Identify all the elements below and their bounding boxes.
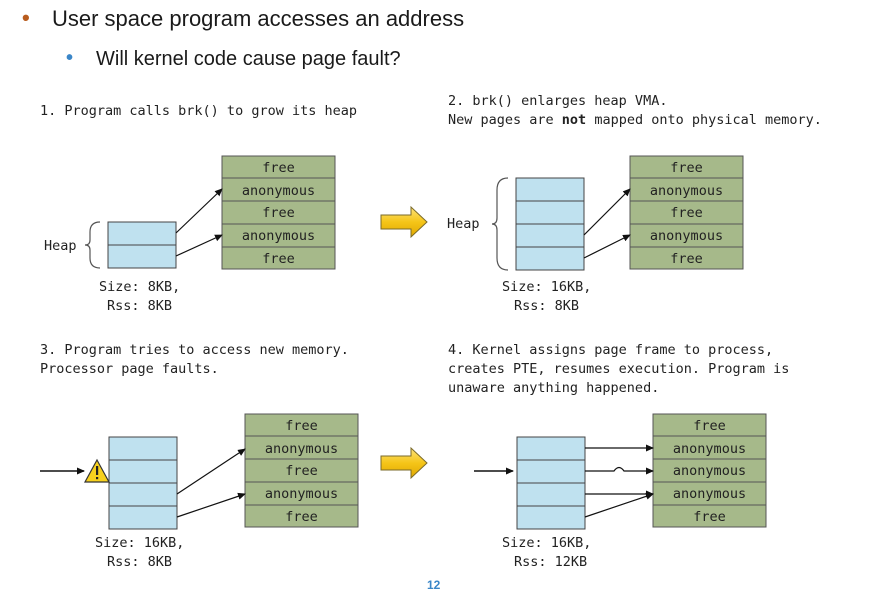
phys-cell-label: free [285, 463, 318, 479]
heap-vma-3 [108, 436, 178, 530]
bullet-text: User space program accesses an address [52, 6, 465, 31]
page-mapping-arrow [583, 188, 631, 236]
phys-cell-label: anonymous [673, 486, 746, 502]
size-text: Size: 16KB, [95, 535, 184, 551]
step-4-caption-line-2: creates PTE, resumes execution. Program … [448, 361, 789, 377]
rss-text: Rss: 8KB [107, 554, 172, 570]
phys-cell-label: anonymous [650, 228, 723, 244]
page-mapping-arrow [584, 492, 654, 518]
phys-cell-label: free [262, 205, 295, 221]
page-mapping-arrow [175, 234, 223, 257]
heap-vma-4 [516, 436, 586, 530]
phys-cell-label: anonymous [265, 441, 338, 457]
step-4-caption-line-3: unaware anything happened. [448, 380, 659, 396]
phys-cell-label: free [262, 251, 295, 267]
page-mapping-arrow [175, 188, 223, 234]
step-3-caption-line-1: 3. Program tries to access new memory. [40, 342, 349, 358]
phys-cell-label: free [693, 509, 726, 525]
step-3-caption-line-2: Processor page faults. [40, 361, 219, 377]
page-mapping-arrow [583, 234, 631, 259]
phys-cell-label: anonymous [242, 183, 315, 199]
step-4: 4. Kernel assigns page frame to process,… [448, 342, 789, 570]
page-mapping-arrow [176, 492, 246, 518]
phys-cell-label: anonymous [650, 183, 723, 199]
bullet-item-2: • Will kernel code cause page fault? [66, 47, 401, 71]
phys-cell-label: anonymous [242, 228, 315, 244]
heap-brace [84, 221, 101, 269]
heap-label: Heap [44, 238, 77, 254]
step-4-caption-line-1: 4. Kernel assigns page frame to process, [448, 342, 773, 358]
physical-memory-column-3: free anonymous free anonymous free [244, 413, 359, 528]
warning-icon [83, 458, 111, 483]
step-2-caption-line-1: 2. brk() enlarges heap VMA. [448, 93, 667, 109]
physical-memory-column-2: free anonymous free anonymous free [629, 155, 744, 270]
rss-text: Rss: 8KB [107, 298, 172, 314]
phys-cell-label: anonymous [673, 441, 746, 457]
page-number: 12 [427, 578, 441, 592]
rss-text: Rss: 8KB [514, 298, 579, 314]
page-mapping-arrow [585, 466, 654, 475]
bullet-item-1: • User space program accesses an address [22, 5, 465, 32]
phys-cell-label: anonymous [265, 486, 338, 502]
step-1: 1. Program calls brk() to grow its heap … [40, 103, 357, 314]
phys-cell-label: anonymous [673, 463, 746, 479]
phys-cell-label: free [670, 160, 703, 176]
bullet-marker: • [22, 5, 30, 30]
heap-vma-1 [107, 221, 177, 269]
next-step-arrow-icon [380, 205, 428, 239]
heap-vma-2 [515, 177, 585, 271]
rss-text: Rss: 12KB [514, 554, 587, 570]
size-text: Size: 8KB, [99, 279, 180, 295]
phys-cell-label: free [670, 251, 703, 267]
heap-brace [491, 177, 509, 271]
size-text: Size: 16KB, [502, 279, 591, 295]
size-text: Size: 16KB, [502, 535, 591, 551]
physical-memory-column-1: free anonymous free anonymous free [221, 155, 336, 270]
step-1-caption-line-1: 1. Program calls brk() to grow its heap [40, 103, 357, 119]
phys-cell-label: free [670, 205, 703, 221]
page-mapping-arrow [176, 448, 246, 495]
physical-memory-column-4: free anonymous anonymous anonymous free [652, 413, 767, 528]
step-2: 2. brk() enlarges heap VMA. New pages ar… [447, 93, 822, 314]
phys-cell-label: free [285, 509, 318, 525]
heap-label: Heap [447, 216, 480, 232]
phys-cell-label: free [693, 418, 726, 434]
next-step-arrow-icon [380, 446, 428, 480]
step-3: 3. Program tries to access new memory. P… [40, 342, 359, 570]
bullet-text: Will kernel code cause page fault? [96, 48, 401, 70]
phys-cell-label: free [285, 418, 318, 434]
phys-cell-label: free [262, 160, 295, 176]
bullet-marker: • [66, 47, 74, 69]
step-2-caption-line-2: New pages are not mapped onto physical m… [448, 112, 822, 128]
